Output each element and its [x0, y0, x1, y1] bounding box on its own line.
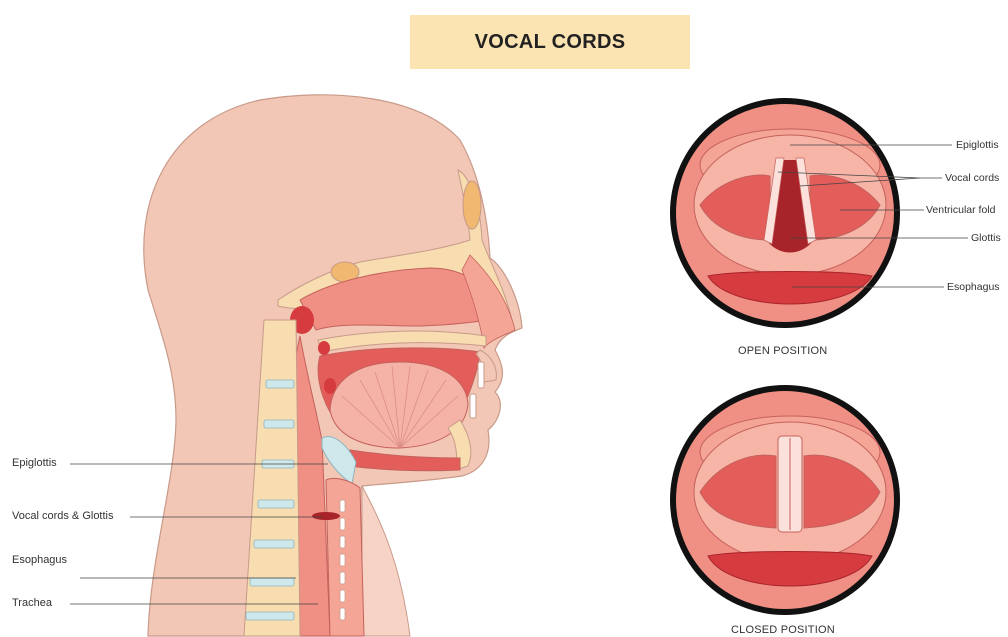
tonsil — [318, 341, 330, 355]
label-epiglottis: Epiglottis — [12, 457, 57, 469]
sinus-frontal — [463, 181, 481, 229]
head-sagittal-section — [144, 95, 522, 636]
open-position-view — [673, 101, 897, 325]
neck-front — [362, 486, 410, 636]
trachea-rings — [340, 500, 345, 620]
caption-closed-position: CLOSED POSITION — [731, 624, 835, 636]
label-trachea: Trachea — [12, 597, 52, 609]
lower-teeth — [470, 394, 476, 418]
tonsil-lower — [324, 378, 336, 394]
label-esophagus: Esophagus — [12, 554, 67, 566]
upper-teeth — [478, 362, 484, 388]
closed-position-view — [673, 388, 897, 612]
open-label-vocal-cords: Vocal cords — [945, 172, 999, 184]
caption-open-position: OPEN POSITION — [738, 345, 827, 357]
open-label-esophagus: Esophagus — [947, 281, 1000, 293]
open-label-glottis: Glottis — [971, 232, 1001, 244]
label-vocal-cords-glottis: Vocal cords & Glottis — [12, 510, 114, 522]
open-label-epiglottis: Epiglottis — [956, 139, 999, 151]
glottis-dark — [312, 512, 340, 520]
open-label-ventricular-fold: Ventricular fold — [926, 204, 995, 216]
